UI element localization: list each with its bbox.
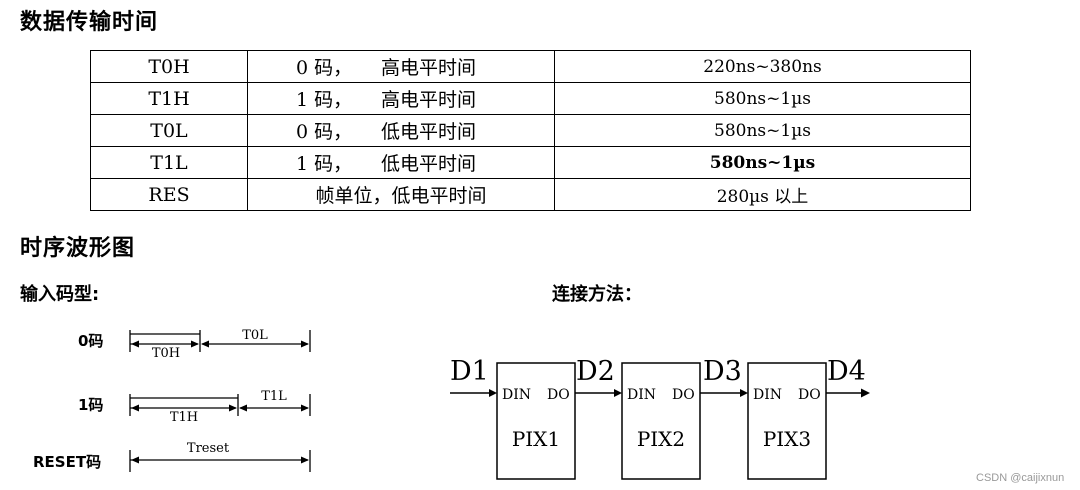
pixel-box — [621, 362, 701, 480]
time-cell: 220ns~380ns — [554, 50, 971, 83]
table-row: T1H 1 码， 高电平时间 580ns~1µs — [90, 82, 971, 115]
waveform-diagram: T0H T0L T1H T1L Treset — [129, 328, 311, 472]
do-label: DO — [798, 387, 821, 403]
time-cell: 580ns~1µs — [554, 146, 971, 179]
signal-name-cell: RES — [90, 178, 248, 211]
reset-label: RESET码 — [33, 453, 102, 471]
arrowhead — [201, 340, 209, 348]
signal-name-cell: T1H — [90, 82, 248, 115]
arrowhead — [301, 404, 309, 412]
desc-text: 低电平时间 — [381, 153, 477, 175]
pixel-name: PIX3 — [763, 427, 811, 451]
arrowhead — [489, 389, 497, 397]
connection-label: 连接方法： — [552, 284, 642, 305]
signal-label: D2 — [576, 356, 615, 387]
code0-label: 0码 — [78, 332, 104, 350]
pixel-box — [747, 362, 827, 480]
arrowhead — [131, 404, 139, 412]
code-text: 0 码， — [296, 121, 353, 143]
signal-name-cell: T0H — [90, 50, 248, 83]
signal-label: D4 — [827, 356, 866, 387]
t1h-label: T1H — [170, 410, 198, 425]
table-row: T0H 0 码， 高电平时间 220ns~380ns — [90, 50, 971, 83]
time-cell: 580ns~1µs — [554, 114, 971, 147]
time-cell: 280µs 以上 — [554, 178, 971, 211]
pixel-box — [496, 362, 576, 480]
t0h-label: T0H — [152, 346, 180, 361]
arrowhead — [131, 340, 139, 348]
timing-table: T0H 0 码， 高电平时间 220ns~380ns T1H 1 码， 高电平时间 … — [90, 50, 971, 211]
desc-text: 低电平时间 — [381, 121, 477, 143]
data-transfer-title: 数据传输时间 — [20, 10, 159, 35]
signal-name-cell: T0L — [90, 114, 248, 147]
arrowhead — [740, 389, 748, 397]
signal-name-cell: T1L — [90, 146, 248, 179]
arrowhead — [239, 404, 247, 412]
desc-text: 高电平时间 — [381, 89, 477, 111]
arrowhead — [229, 404, 237, 412]
din-label: DIN — [502, 387, 531, 403]
description-cell: 1 码， 高电平时间 — [247, 82, 555, 115]
do-label: DO — [547, 387, 570, 403]
arrowhead — [131, 456, 139, 464]
din-label: DIN — [627, 387, 656, 403]
input-code-label: 输入码型: — [20, 284, 100, 305]
signal-label: D3 — [703, 356, 742, 387]
code-text: 1 码， — [296, 89, 353, 111]
description-cell: 1 码， 低电平时间 — [247, 146, 555, 179]
timing-diagram-title: 时序波形图 — [20, 236, 136, 261]
pixel-name: PIX1 — [512, 427, 560, 451]
table-row: RES 帧单位，低电平时间 280µs 以上 — [90, 178, 971, 211]
treset-label: Treset — [187, 441, 230, 456]
code1-label: 1码 — [78, 396, 104, 414]
connection-diagram: D1 D2 D3 D4 DIN DO DIN DO DIN DO PIX1 PI… — [450, 356, 870, 480]
pixel-name: PIX2 — [637, 427, 685, 451]
description-cell: 0 码， 低电平时间 — [247, 114, 555, 147]
din-label: DIN — [753, 387, 782, 403]
arrowhead — [191, 340, 199, 348]
t0l-label: T0L — [242, 328, 268, 343]
description-cell: 帧单位，低电平时间 — [247, 178, 555, 211]
signal-label: D1 — [450, 356, 489, 387]
arrowhead — [301, 340, 309, 348]
watermark: CSDN @caijixnun — [976, 472, 1065, 484]
arrowhead — [301, 456, 309, 464]
description-cell: 0 码， 高电平时间 — [247, 50, 555, 83]
code-text: 0 码， — [296, 57, 353, 79]
table-row: T0L 0 码， 低电平时间 580ns~1µs — [90, 114, 971, 147]
code-text: 1 码， — [296, 153, 353, 175]
desc-text: 高电平时间 — [381, 57, 477, 79]
arrowhead — [861, 388, 870, 398]
time-cell: 580ns~1µs — [554, 82, 971, 115]
table-row: T1L 1 码， 低电平时间 580ns~1µs — [90, 146, 971, 179]
do-label: DO — [672, 387, 695, 403]
arrowhead — [614, 389, 622, 397]
t1l-label: T1L — [261, 389, 287, 404]
